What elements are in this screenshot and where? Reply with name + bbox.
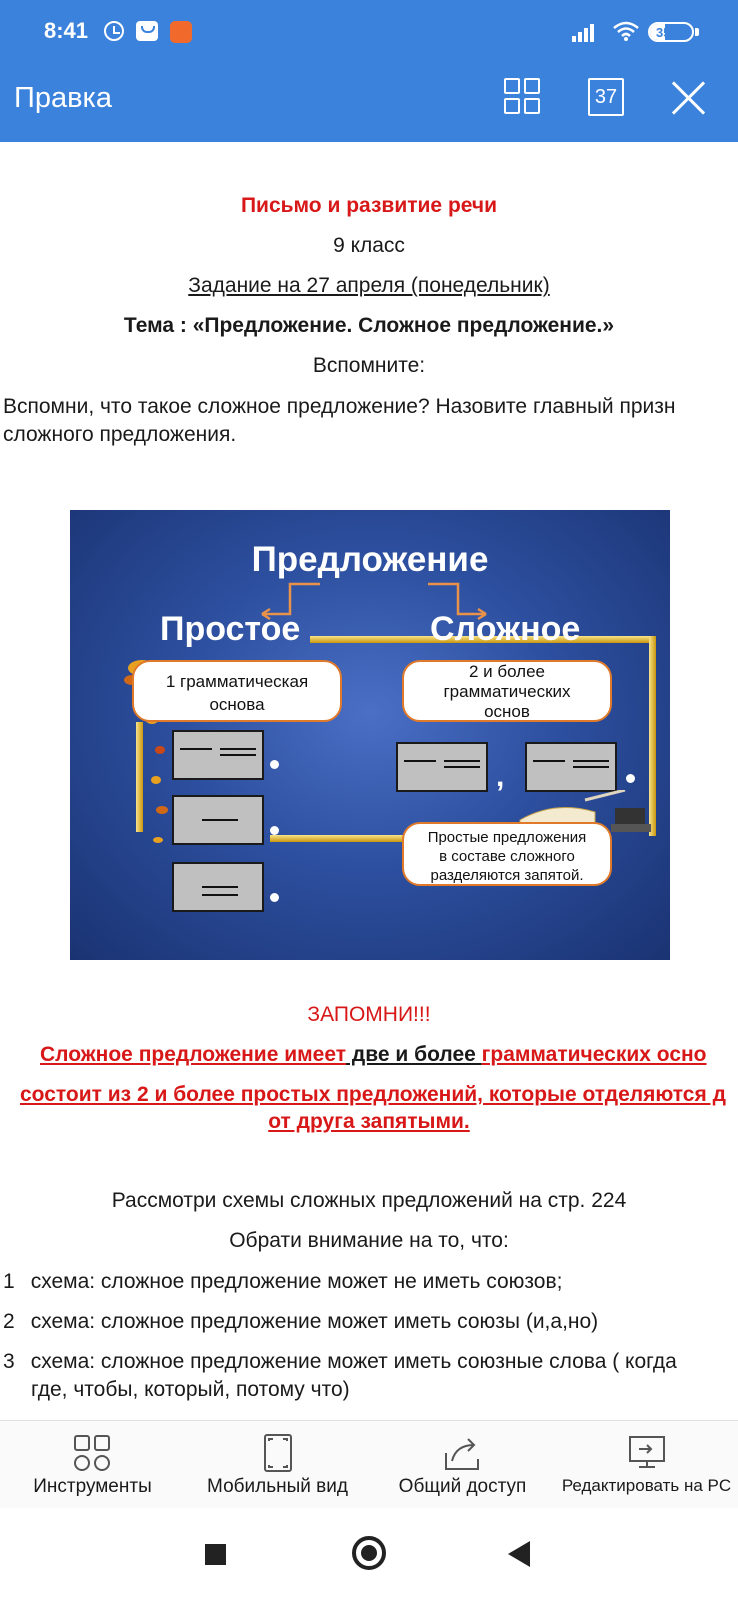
doc-grade: 9 класс bbox=[333, 234, 405, 257]
complex-bubble-line1: 2 и более bbox=[468, 662, 546, 681]
complex-bubble: 2 и более грамматических основ bbox=[402, 660, 612, 722]
clause-box-2 bbox=[525, 742, 617, 792]
comma-note-line3: разделяются запятой. bbox=[430, 867, 584, 884]
period-mark bbox=[270, 760, 279, 769]
rule-part2: две и более bbox=[346, 1043, 482, 1066]
period-mark bbox=[270, 826, 279, 835]
notification-app-icon bbox=[170, 21, 192, 43]
system-nav-bar bbox=[0, 1508, 738, 1599]
back-icon[interactable] bbox=[508, 1541, 530, 1567]
period-mark bbox=[626, 774, 635, 783]
battery-icon: 35 bbox=[648, 22, 694, 42]
share-label: Общий доступ bbox=[398, 1476, 527, 1497]
wifi-icon bbox=[613, 21, 639, 41]
simple-label: Простое bbox=[160, 610, 301, 648]
tools-label: Инструменты bbox=[33, 1476, 152, 1497]
edit-on-pc-button[interactable]: Редактировать на PC bbox=[555, 1421, 738, 1509]
edit-on-pc-label: Редактировать на PC bbox=[561, 1476, 732, 1495]
signal-icon bbox=[572, 22, 600, 42]
document-view[interactable]: Письмо и развитие речи 9 класс Задание н… bbox=[0, 142, 738, 1420]
predicate-box bbox=[172, 862, 264, 912]
complex-bubble-line2: грамматических bbox=[443, 682, 571, 701]
schemes-intro: Рассмотри схемы сложных предложений на с… bbox=[111, 1189, 627, 1212]
home-icon[interactable] bbox=[352, 1536, 386, 1570]
battery-tip bbox=[695, 28, 699, 36]
recents-icon[interactable] bbox=[205, 1544, 226, 1565]
list-item-text: схема: сложное предложение может не имет… bbox=[30, 1270, 563, 1293]
share-button[interactable]: Общий доступ bbox=[370, 1421, 555, 1509]
rule-line3: от друга запятыми. bbox=[268, 1110, 470, 1133]
doc-question-line2: сложного предложения. bbox=[3, 423, 237, 446]
frame-bar-right bbox=[649, 636, 656, 836]
list-item-number: 2 bbox=[3, 1310, 15, 1333]
rule-part1: Сложное предложение имеет bbox=[40, 1043, 347, 1066]
close-icon[interactable] bbox=[668, 78, 708, 118]
frame-bar-top bbox=[310, 636, 650, 643]
share-icon bbox=[445, 1438, 479, 1470]
list-item: 1 схема: сложное предложение может не име… bbox=[3, 1270, 562, 1294]
comma-note-line1: Простые предложения bbox=[427, 829, 587, 846]
list-item-number: 3 bbox=[3, 1350, 15, 1373]
doc-subject: Письмо и развитие речи bbox=[240, 194, 498, 217]
sentence-scheme-slide: Предложение Простое Сложное 1 грамматиче… bbox=[70, 510, 670, 960]
frame-bar-left bbox=[136, 722, 143, 832]
simple-bubble-line2: основа bbox=[209, 695, 265, 714]
battery-fill bbox=[650, 24, 665, 40]
list-item-number: 1 bbox=[3, 1270, 15, 1293]
doc-assignment: Задание на 27 апреля (понедельник) bbox=[188, 274, 550, 297]
grid-view-button[interactable] bbox=[504, 78, 544, 118]
list-item: 2 схема: сложное предложение может иметь … bbox=[3, 1310, 598, 1334]
comma-note-line2: в составе сложного bbox=[439, 848, 575, 865]
remember-heading: ЗАПОМНИ!!! bbox=[307, 1003, 431, 1026]
doc-topic: Тема : «Предложение. Сложное предложение… bbox=[123, 314, 615, 337]
frame-bar-bottom bbox=[270, 835, 410, 842]
status-time: 8:41 bbox=[44, 18, 89, 43]
comma-note-bubble: Простые предложения в составе сложного р… bbox=[402, 822, 612, 886]
list-item-text: схема: сложное предложение может иметь с… bbox=[30, 1350, 677, 1373]
app-title: Правка bbox=[14, 82, 112, 114]
rule-line1: Сложное предложение имеет две и более гр… bbox=[40, 1043, 707, 1067]
rule-part3: грамматических осно bbox=[481, 1043, 707, 1066]
list-item: 3 схема: сложное предложение может иметь … bbox=[3, 1350, 677, 1374]
simple-bubble-line1: 1 грамматическая bbox=[165, 672, 309, 691]
subject-box bbox=[172, 795, 264, 845]
complex-label: Сложное bbox=[430, 610, 581, 648]
doc-recall-heading: Вспомните: bbox=[312, 354, 426, 377]
clause-box-1 bbox=[396, 742, 488, 792]
slide-title: Предложение bbox=[251, 540, 489, 579]
complex-bubble-line3: основ bbox=[484, 702, 530, 721]
list-item-text: схема: сложное предложение может иметь с… bbox=[30, 1310, 599, 1333]
tools-button[interactable]: Инструменты bbox=[0, 1421, 185, 1509]
rule-line2: состоит из 2 и более простых предложений… bbox=[20, 1083, 726, 1106]
message-app-icon bbox=[136, 21, 158, 41]
battery-percent: 35 bbox=[656, 25, 671, 40]
tools-icon bbox=[74, 1435, 110, 1471]
attention-line: Обрати внимание на то, что: bbox=[229, 1229, 509, 1252]
status-bar: 8:41 35 bbox=[0, 0, 738, 62]
alarm-icon bbox=[104, 21, 124, 41]
comma-mark: , bbox=[496, 760, 505, 793]
doc-question-line1: Вспомни, что такое сложное предложение? … bbox=[3, 395, 676, 418]
list-item-continuation: где, чтобы, который, потому что) bbox=[31, 1378, 350, 1401]
grammar-base-box bbox=[172, 730, 264, 780]
bottom-toolbar: Инструменты Мобильный вид Общий доступ Р… bbox=[0, 1420, 738, 1508]
app-bar: Правка 37 bbox=[0, 62, 738, 142]
mobile-view-button[interactable]: Мобильный вид bbox=[185, 1421, 370, 1509]
branch-arrows bbox=[261, 582, 487, 621]
edit-on-pc-icon bbox=[629, 1436, 665, 1468]
period-mark bbox=[270, 893, 279, 902]
page-count-button[interactable]: 37 bbox=[588, 78, 624, 116]
mobile-view-label: Мобильный вид bbox=[207, 1476, 348, 1497]
simple-bubble: 1 грамматическая основа bbox=[132, 660, 342, 722]
mobile-view-icon bbox=[264, 1434, 292, 1472]
